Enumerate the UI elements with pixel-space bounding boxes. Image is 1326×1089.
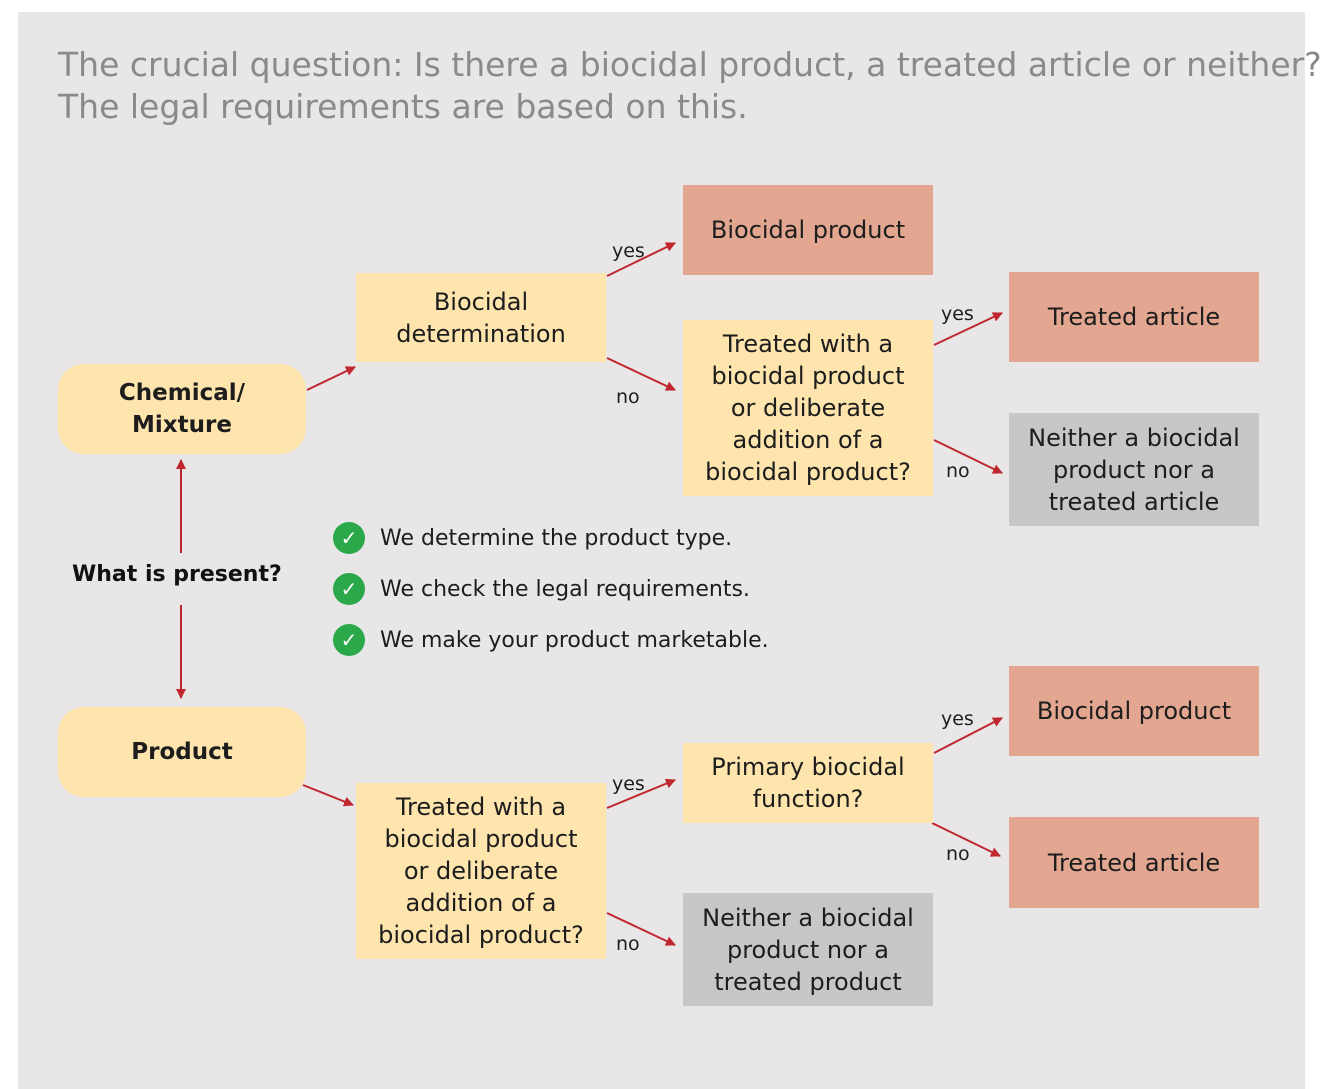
primary-function-question-node: Primary biocidal function? xyxy=(683,743,933,823)
arrow-bottom-question-yes xyxy=(606,778,676,809)
edge-label-yes: yes xyxy=(941,708,974,730)
checklist-item-text: We make your product marketable. xyxy=(380,627,769,653)
arrow-determination-yes xyxy=(606,242,676,277)
arrow-chemical-to-determination xyxy=(306,366,356,391)
edge-label-yes: yes xyxy=(612,240,645,262)
edge-label-yes: yes xyxy=(941,303,974,325)
title-line-1: The crucial question: Is there a biocida… xyxy=(58,45,1322,84)
title-line-2: The legal requirements are based on this… xyxy=(58,87,748,126)
bottom-treated-article-result: Treated article xyxy=(1009,817,1259,908)
edge-label-no: no xyxy=(946,843,970,865)
arrow-primary-yes xyxy=(933,717,1003,754)
check-circle-icon: ✓ xyxy=(333,522,365,554)
checklist-item: ✓ We make your product marketable. xyxy=(333,624,769,656)
chemical-mixture-node: Chemical/ Mixture xyxy=(58,364,306,454)
edge-label-no: no xyxy=(946,460,970,482)
background-panel xyxy=(18,12,1305,1089)
page-title: The crucial question: Is there a biocida… xyxy=(58,44,1322,128)
arrow-top-question-no xyxy=(933,439,1003,474)
top-treated-question-node: Treated with a biocidal product or delib… xyxy=(683,320,933,496)
top-biocidal-product-result: Biocidal product xyxy=(683,185,933,275)
arrow-primary-no xyxy=(931,822,1001,857)
edge-label-no: no xyxy=(616,386,640,408)
top-neither-result: Neither a biocidal product nor a treated… xyxy=(1009,413,1259,526)
checklist-item-text: We check the legal requirements. xyxy=(380,576,750,602)
biocidal-determination-node: Biocidal determination xyxy=(356,273,606,362)
arrow-top-question-yes xyxy=(933,312,1003,346)
arrow-determination-no xyxy=(606,357,676,391)
checklist-item: ✓ We determine the product type. xyxy=(333,522,732,554)
arrow-bottom-question-no xyxy=(606,912,676,946)
checklist-item-text: We determine the product type. xyxy=(380,525,733,551)
checklist-item: ✓ We check the legal requirements. xyxy=(333,573,750,605)
top-treated-article-result: Treated article xyxy=(1009,272,1259,362)
bottom-neither-result: Neither a biocidal product nor a treated… xyxy=(683,893,933,1006)
edge-label-no: no xyxy=(616,933,640,955)
edge-label-yes: yes xyxy=(612,773,645,795)
bottom-treated-question-node: Treated with a biocidal product or delib… xyxy=(356,783,606,959)
check-circle-icon: ✓ xyxy=(333,573,365,605)
check-circle-icon: ✓ xyxy=(333,624,365,656)
what-is-present-label: What is present? xyxy=(72,562,282,587)
product-node: Product xyxy=(58,707,306,797)
arrow-product-to-question xyxy=(302,784,354,807)
bottom-biocidal-product-result: Biocidal product xyxy=(1009,666,1259,756)
